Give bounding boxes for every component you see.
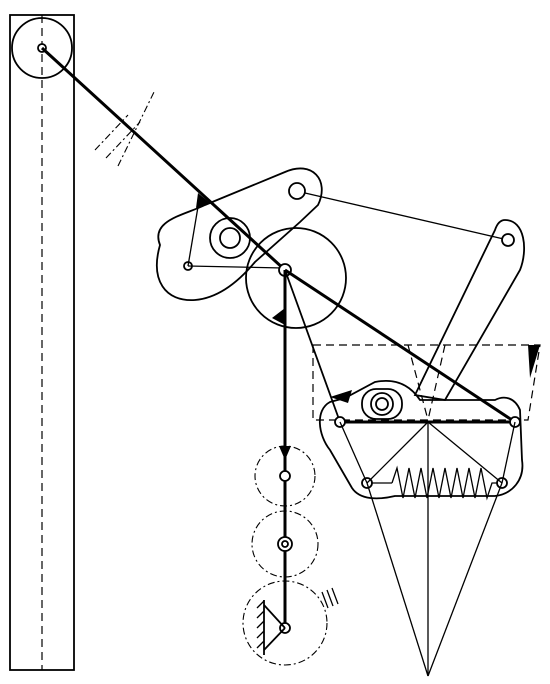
rod-pin-middle-inner (281, 540, 289, 548)
cone-right-inner (427, 421, 503, 484)
dashed-frame (312, 344, 541, 421)
link-break-marks (94, 89, 156, 167)
frame-corner-marker (528, 345, 540, 378)
cone-right-outer (427, 482, 503, 677)
crank-upper-pin (288, 182, 306, 200)
hub-to-right-link (284, 268, 516, 424)
slot-pin-inner (375, 397, 389, 411)
ground-anchor (256, 600, 286, 655)
crank-to-plate-rod (304, 192, 509, 241)
rod-pin-upper (279, 470, 291, 482)
ground-hatch-right (321, 587, 339, 609)
crank-boss-inner (219, 227, 241, 249)
column-top-pulley (11, 17, 73, 79)
compression-spring (391, 465, 502, 501)
lower-carrier-plate (318, 380, 524, 500)
dashdot-circle-middle (251, 510, 319, 578)
carrier-left-strut (339, 421, 368, 484)
carrier-right-strut (501, 421, 516, 484)
dashed-frame-diag-b (427, 344, 446, 421)
angle-marker-upper (196, 193, 210, 208)
right-upper-pivot (501, 233, 515, 247)
dashdot-circle-upper (254, 445, 316, 507)
dashdot-circle-lower (242, 580, 328, 666)
angle-marker-slot (330, 390, 352, 403)
cone-left-outer (366, 482, 429, 677)
upper-crank-plate (156, 167, 323, 301)
right-lever-arm (413, 219, 526, 401)
cone-left-inner (366, 421, 429, 484)
slot-pin-outer (370, 392, 394, 416)
central-hub-disk (245, 227, 347, 329)
crank-boss-outer (209, 217, 251, 259)
angle-marker-hub (272, 308, 285, 325)
crank-triangle-side-b (187, 265, 284, 269)
slot-block (361, 388, 403, 420)
rod-arrow (279, 446, 291, 460)
main-link (40, 46, 287, 272)
